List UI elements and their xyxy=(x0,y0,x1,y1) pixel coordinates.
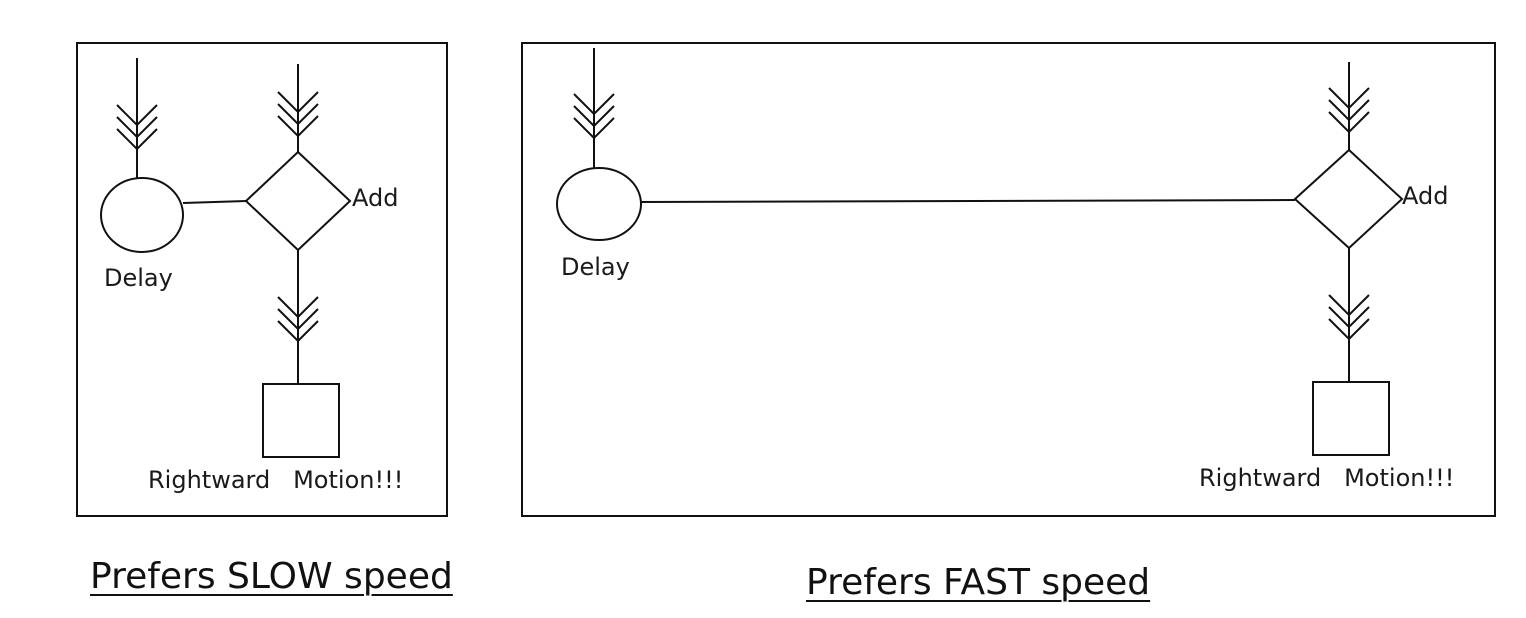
slow-delay-to-add-line xyxy=(182,200,247,204)
slow-delay-node xyxy=(100,177,184,253)
fast-add-node xyxy=(1293,148,1404,250)
fast-delay-label: Delay xyxy=(561,253,630,281)
fast-output-label: Rightward Motion!!! xyxy=(1199,464,1454,492)
fast-delay-input-arrow xyxy=(573,48,615,168)
fast-delay-node xyxy=(556,167,642,241)
fast-panel-frame xyxy=(521,42,1496,517)
fast-add-label: Add xyxy=(1402,182,1448,210)
slow-add-input-arrow xyxy=(277,64,319,152)
slow-output-node xyxy=(262,383,340,458)
fast-speed-caption: Prefers FAST speed xyxy=(806,562,1151,603)
slow-panel-frame xyxy=(76,42,448,517)
slow-add-label: Add xyxy=(352,184,398,212)
slow-speed-caption: Prefers SLOW speed xyxy=(90,556,453,597)
fast-speed-panel xyxy=(521,42,1496,517)
slow-delay-label: Delay xyxy=(104,264,173,292)
slow-add-node xyxy=(244,150,352,252)
slow-delay-input-arrow xyxy=(116,58,158,178)
fast-delay-to-add-line xyxy=(640,199,1296,203)
slow-output-label: Rightward Motion!!! xyxy=(148,466,403,494)
fast-add-input-arrow xyxy=(1328,62,1370,150)
fast-output-node xyxy=(1312,381,1390,456)
fast-add-output-arrow xyxy=(1328,248,1370,382)
slow-add-output-arrow xyxy=(277,250,319,384)
slow-speed-panel xyxy=(76,42,448,517)
